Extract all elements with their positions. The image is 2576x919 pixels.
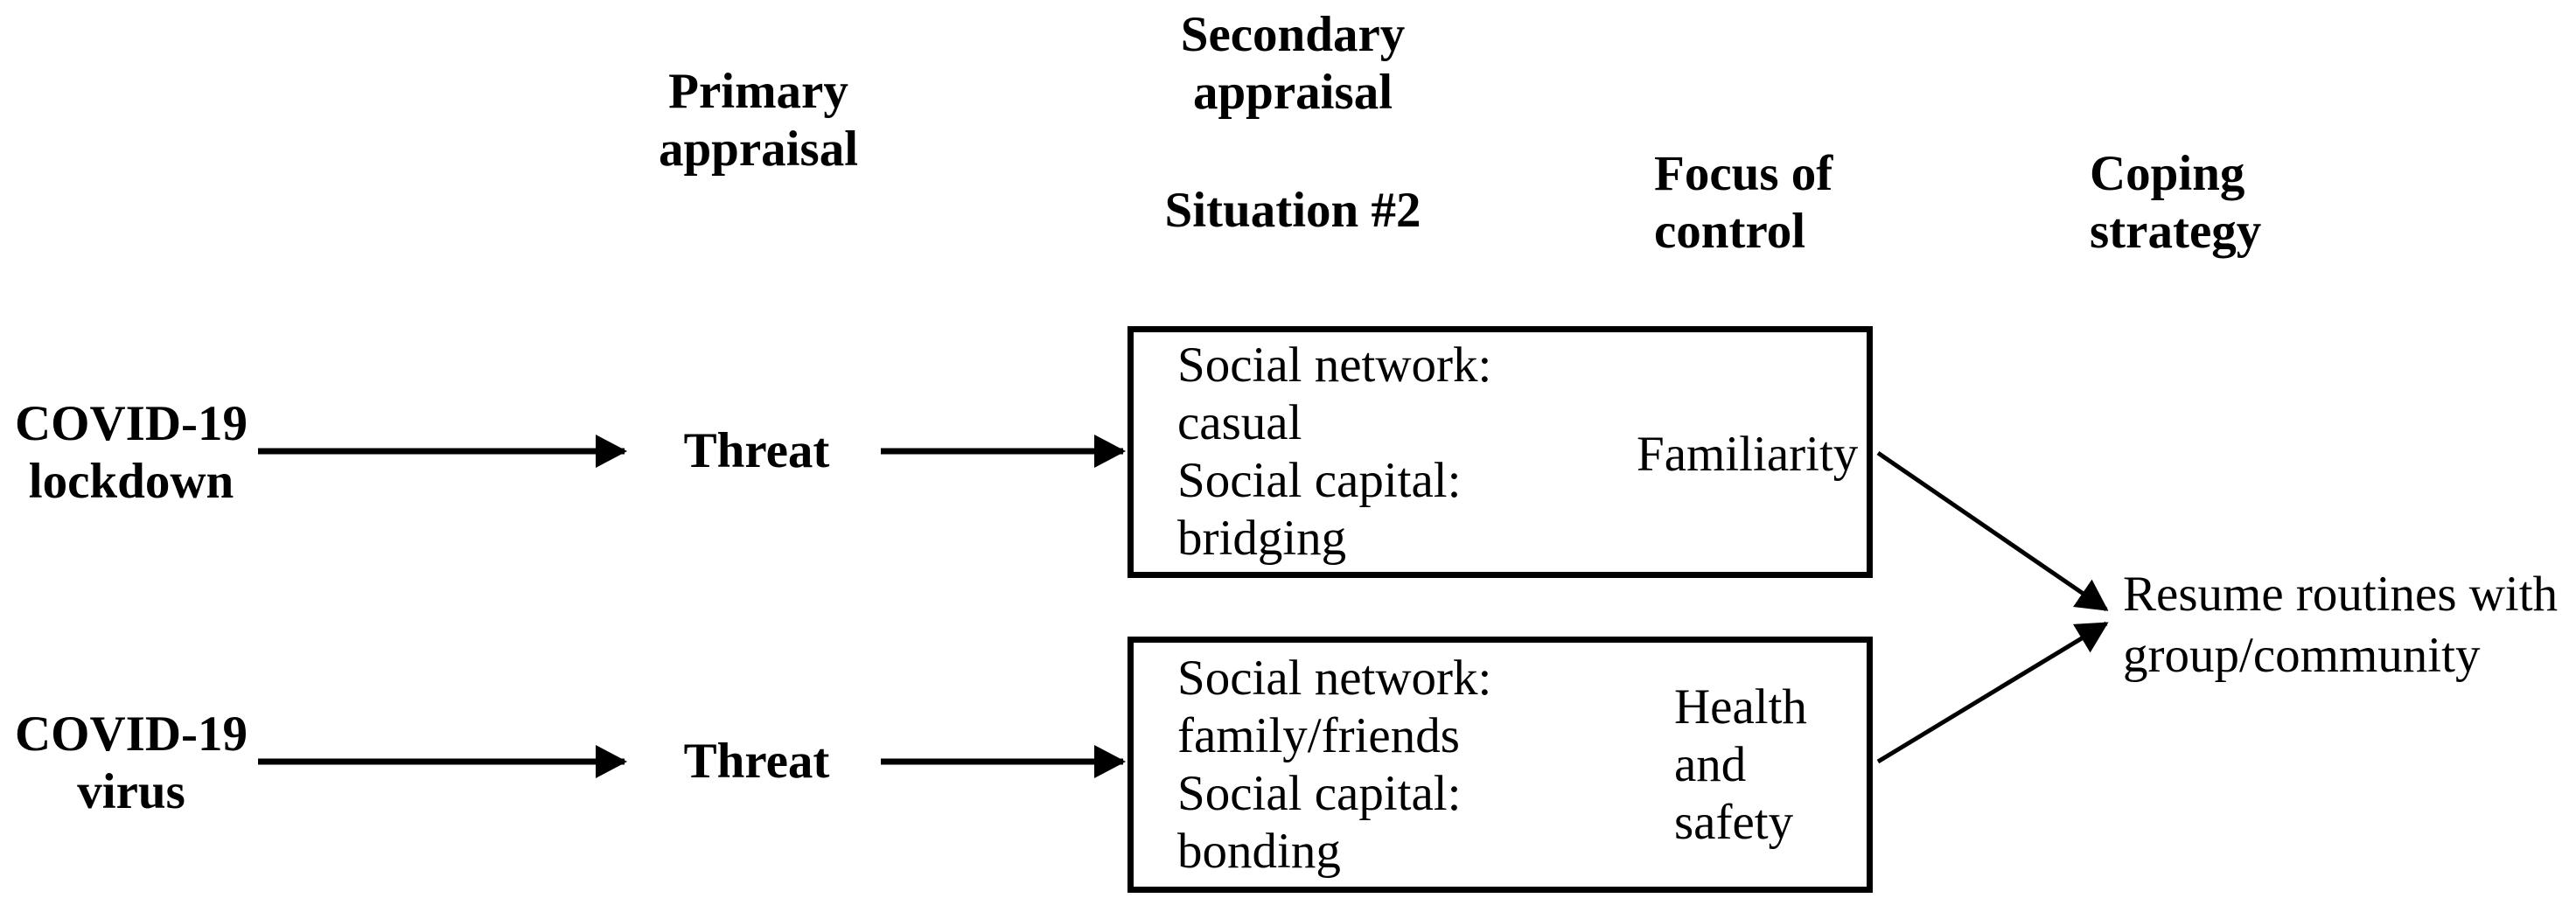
header-focus-of-control: Focus of control <box>1654 146 1833 259</box>
threat-label-1: Threat <box>683 423 830 478</box>
header-coping-strategy: Coping strategy <box>2090 146 2262 259</box>
stressor-covid-virus-label: COVID-19 virus <box>15 707 248 819</box>
focus-health-safety-label: Health and safety <box>1674 679 1807 850</box>
situation-box-1: Social network: casual Social capital: b… <box>1127 326 1873 578</box>
arrow-situation1-to-outcome <box>1876 450 2109 612</box>
situation-2-details: Social network: family/friends Social ca… <box>1177 651 1492 879</box>
coping-outcome-label: Resume routines with group/community <box>2123 567 2559 683</box>
header-secondary-appraisal: Secondary appraisal <box>1180 7 1406 120</box>
header-situation-2: Situation #2 <box>1164 183 1421 238</box>
situation-box-2: Social network: family/friends Social ca… <box>1127 637 1873 893</box>
header-primary-appraisal: Primary appraisal <box>658 64 859 177</box>
focus-familiarity-label: Familiarity <box>1637 427 1859 482</box>
threat-label-2: Threat <box>683 734 830 789</box>
situation-1-details: Social network: casual Social capital: b… <box>1177 338 1492 566</box>
arrow-situation2-to-outcome <box>1876 621 2109 764</box>
stressor-covid-lockdown-label: COVID-19 lockdown <box>15 396 248 509</box>
